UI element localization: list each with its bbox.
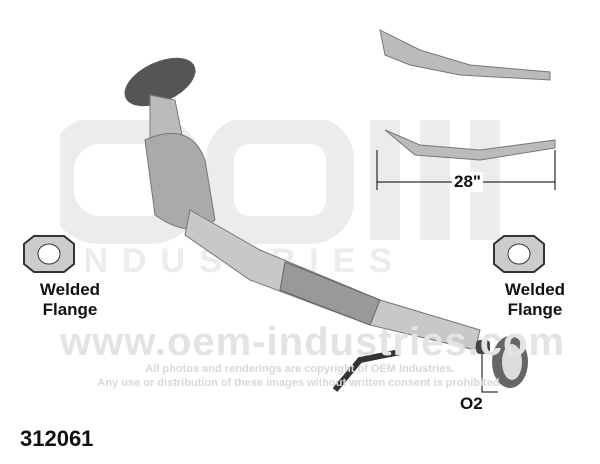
label-line: Welded — [39, 280, 101, 299]
part-number: 312061 — [20, 426, 94, 451]
watermark-url: www.oem-industries.com — [60, 320, 566, 364]
length-label: 28" — [452, 172, 483, 192]
o2-sensor-label: O2 — [460, 394, 483, 413]
label-line: Welded — [504, 280, 566, 299]
label-line: Flange — [42, 300, 98, 319]
watermark-copyright-2: Any use or distribution of these images … — [97, 377, 503, 389]
label-line: Flange — [507, 300, 563, 319]
watermark-copyright-1: All photos and renderings are copyright … — [145, 363, 455, 375]
